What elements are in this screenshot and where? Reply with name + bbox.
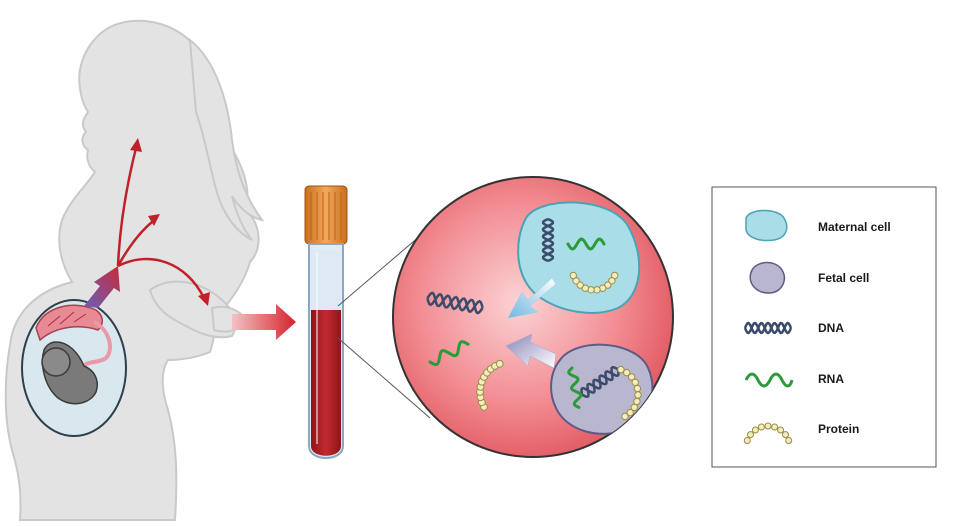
circulation-arrow-mid: [116, 221, 153, 267]
placenta-vessels: [47, 311, 87, 327]
zoom-line-bottom: [337, 337, 431, 419]
legend-protein-beads-bead: [743, 437, 751, 444]
free-rna: [428, 340, 470, 367]
legend-label-fetal-cell: Fetal cell: [818, 271, 869, 285]
legend-dna-helix: [743, 321, 793, 335]
fetal-cell-protein-bead: [631, 378, 639, 386]
fetal-cell-icon: [749, 261, 786, 294]
maternal-cell-protein-bead: [593, 286, 601, 294]
maternal-cell-protein: [569, 271, 619, 294]
free-dna-strand-b: [426, 291, 484, 313]
legend-label-dna: DNA: [818, 321, 844, 335]
protein-icon: [743, 422, 793, 444]
circulation-arrow-arm: [117, 257, 206, 299]
legend-label-maternal-cell: Maternal cell: [818, 220, 891, 234]
free-protein: [476, 359, 504, 411]
fetal-cell-dna-strand-b: [580, 369, 620, 395]
blood-tube: [304, 185, 348, 459]
legend-protein-beads-bead: [751, 426, 759, 434]
legend-label-protein: Protein: [818, 422, 859, 436]
legend-protein-beads-bead: [764, 422, 772, 430]
maternal-cell-protein-bead: [569, 271, 577, 280]
arrowhead-arm: [198, 292, 210, 306]
umbilical-cord: [80, 320, 112, 370]
fetal-cell-protein-bead: [634, 391, 642, 399]
maternal-cell-rna: [566, 237, 606, 251]
legend-protein-beads: [743, 422, 793, 444]
maternal-cell-dna: [541, 217, 555, 263]
fetus-head: [41, 347, 71, 377]
fetal-cell-protein: [617, 365, 642, 421]
legend-protein-beads-bead: [757, 423, 765, 431]
legend-protein-beads-bead: [785, 437, 793, 444]
fetal-transfer-arrow: [84, 266, 120, 308]
maternal-cell-icon: [745, 209, 788, 242]
fetal-cell-protein-bead: [630, 403, 638, 412]
arrowhead-up: [130, 138, 142, 152]
blood-draw-arrow: [232, 304, 296, 340]
maternal-cell-dna-strand-b: [541, 217, 555, 263]
tube-cap-ridges: [310, 192, 342, 240]
molecule-layer: [426, 217, 642, 421]
circulation-arrows: [116, 138, 210, 306]
fetal-cell-protein-bead: [623, 368, 631, 377]
fetal-release-arrow: [505, 333, 557, 369]
legend-protein-beads-bead: [747, 431, 754, 439]
fetal-cell-rna: [567, 366, 583, 409]
arrowhead-mid: [148, 214, 160, 226]
legend-protein-beads-bead: [782, 431, 789, 439]
dna-icon: [743, 321, 793, 335]
tube-plasma: [311, 250, 341, 310]
rna-icon: [744, 372, 794, 388]
free-protein-bead: [495, 359, 504, 368]
fetal-cell-protein-bead: [633, 397, 641, 406]
legend-dna-helix-strand-b: [743, 321, 793, 335]
free-dna: [426, 291, 484, 315]
maternal-cell-rna-strand: [566, 237, 606, 251]
legend: Maternal cell Fetal cell DNA RNA Protein: [711, 186, 937, 468]
fetal-cell-protein-bead: [633, 384, 642, 393]
fetal-cell-protein-bead: [617, 365, 625, 374]
legend-protein-beads-bead: [771, 423, 779, 431]
woman-hair: [188, 37, 265, 241]
maternal-release-arrow: [507, 277, 557, 319]
womb: [21, 299, 127, 437]
free-rna-strand: [428, 340, 470, 367]
legend-dna-helix-strand-a: [743, 321, 793, 335]
pregnant-woman-silhouette: [4, 19, 265, 521]
tube-blood: [311, 310, 341, 456]
fetal-cell-rna-strand: [567, 366, 583, 409]
fetal-cell-dna: [580, 365, 620, 399]
legend-protein-beads-bead: [777, 426, 785, 434]
fetal-cell-protein-bead: [627, 373, 636, 381]
legend-label-rna: RNA: [818, 372, 844, 386]
fetal-cell-protein-bead: [621, 412, 629, 421]
free-dna-strand-a: [426, 293, 484, 315]
circulation-arrow-up: [116, 147, 138, 267]
fetal-cell-protein-bead: [626, 408, 634, 417]
